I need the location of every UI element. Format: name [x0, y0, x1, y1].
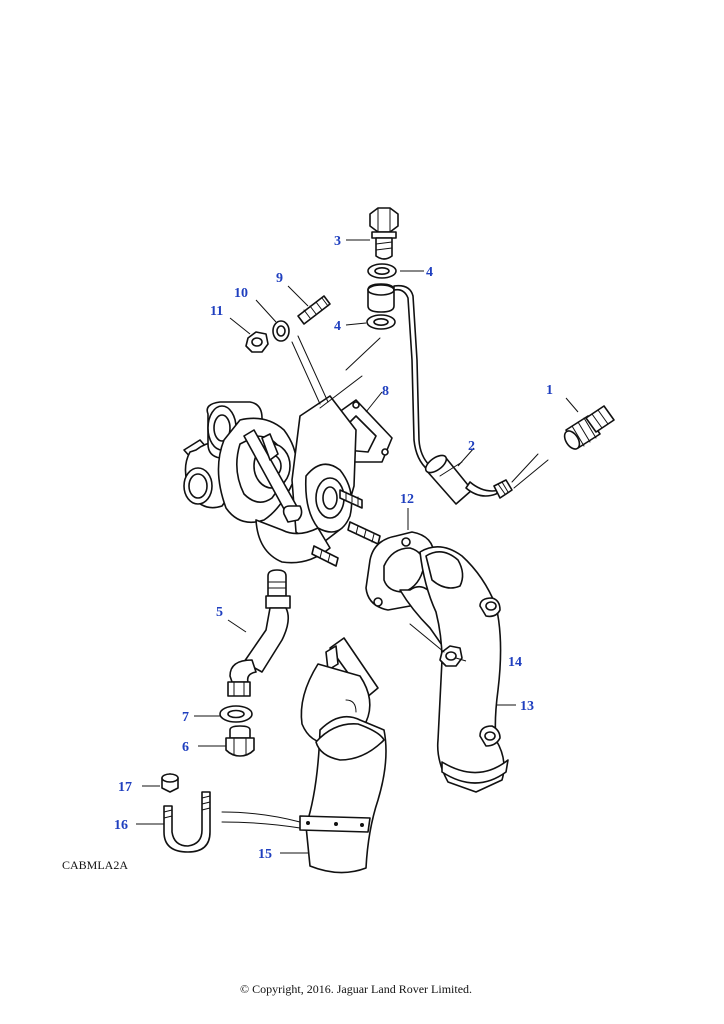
part-intake-pipe — [419, 546, 509, 793]
diagram-reference-code: CABMLA2A — [62, 858, 128, 872]
leader-lines — [136, 239, 579, 854]
callout-11: 11 — [210, 304, 223, 319]
callout-12: 12 — [400, 492, 414, 507]
part-downpipe — [299, 637, 387, 874]
callout-6: 6 — [182, 740, 189, 755]
part-sealing-washer-upper — [367, 263, 397, 279]
callout-4-upper: 4 — [426, 265, 433, 280]
callout-4-lower: 4 — [334, 319, 341, 334]
callout-13: 13 — [520, 699, 534, 714]
callout-2: 2 — [468, 439, 475, 454]
part-oil-feed-pipe — [367, 283, 513, 505]
turbocharger-assembly — [183, 395, 381, 567]
callout-5: 5 — [216, 605, 223, 620]
part-washer — [272, 320, 290, 342]
copyright-notice: © Copyright, 2016. Jaguar Land Rover Lim… — [240, 982, 472, 996]
callout-3: 3 — [334, 234, 341, 249]
part-stud — [297, 295, 331, 325]
part-nut-clamp — [161, 773, 179, 793]
part-oil-return-pipe — [227, 569, 291, 697]
callout-7: 7 — [182, 710, 189, 725]
part-sealing-washer-lower — [366, 314, 396, 330]
callout-labels: 1 2 3 4 4 5 6 7 8 9 10 11 12 13 14 15 16… — [114, 234, 553, 862]
part-u-bolt — [163, 791, 211, 853]
part-union-adaptor — [563, 405, 615, 450]
callout-16: 16 — [114, 818, 128, 833]
part-banjo-bolt — [369, 207, 399, 260]
part-nut-flange — [439, 645, 463, 667]
callout-8: 8 — [382, 384, 389, 399]
callout-14: 14 — [508, 655, 522, 670]
callout-9: 9 — [276, 271, 283, 286]
callout-1: 1 — [546, 383, 553, 398]
callout-10: 10 — [234, 286, 248, 301]
part-nut-small — [245, 331, 269, 353]
part-washer-return — [219, 705, 253, 723]
callout-15: 15 — [258, 847, 272, 862]
part-return-adaptor — [225, 725, 255, 757]
callout-17: 17 — [118, 780, 132, 795]
